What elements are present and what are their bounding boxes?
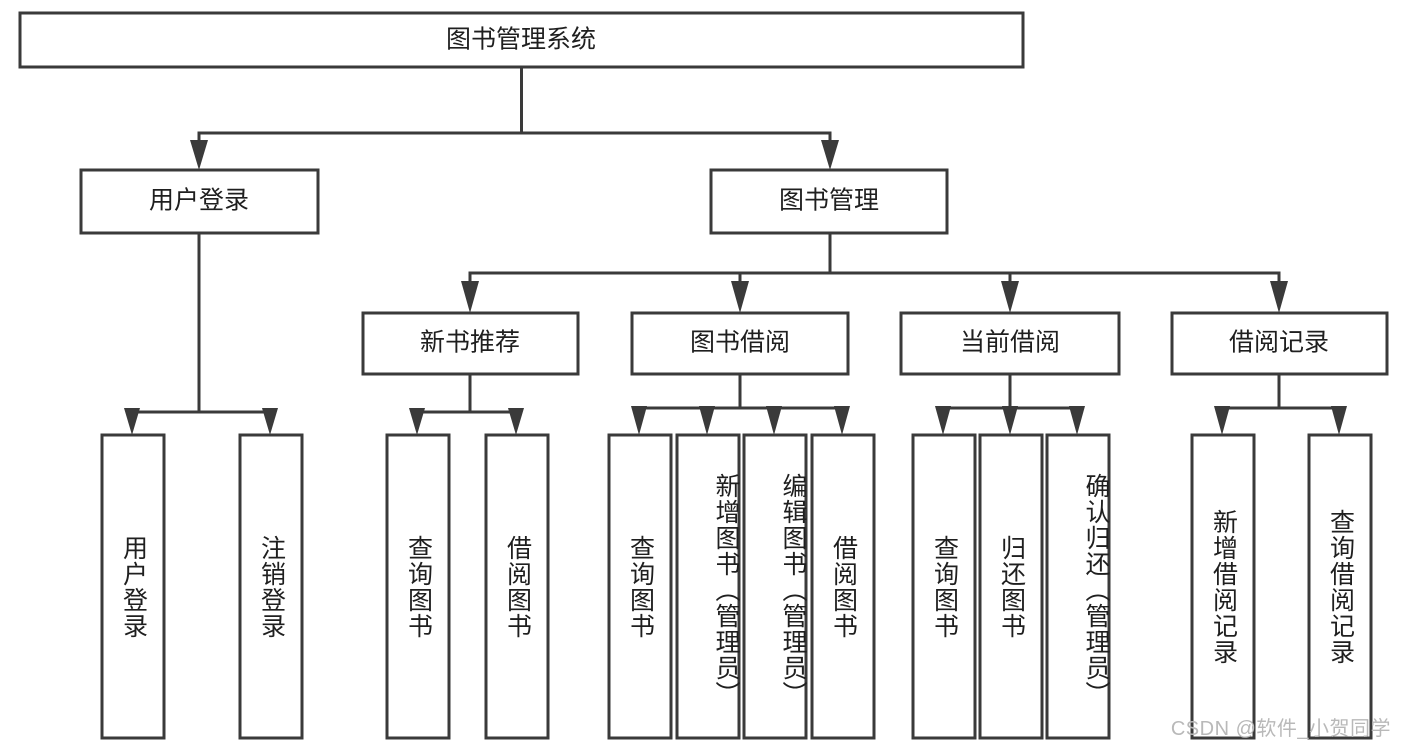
arrow-to-user-login	[190, 140, 208, 170]
node-label-user-login: 用户登录	[149, 187, 249, 215]
arrow-to-leaf-borrow-book-1	[508, 408, 524, 435]
node-label-book-manage: 图书管理	[779, 187, 879, 215]
arrow-to-leaf-query-book-2	[631, 406, 647, 435]
connector-group-book-manage	[461, 231, 1288, 313]
node-box-leaf-query-record[interactable]	[1307, 433, 1373, 740]
arrow-to-leaf-logout-login	[262, 408, 278, 435]
connector-group-current-borrow	[935, 372, 1085, 435]
node-label-new-book-recommend: 新书推荐	[420, 329, 520, 357]
node-label-book-borrow: 图书借阅	[690, 329, 790, 357]
arrow-to-leaf-add-book	[699, 406, 715, 435]
connector-group-user-login	[124, 231, 278, 435]
arrow-to-book-manage	[821, 140, 839, 170]
node-box-leaf-query-book-1[interactable]	[385, 433, 451, 740]
arrow-to-leaf-return-book	[1002, 406, 1018, 435]
node-box-borrow-record[interactable]	[1170, 311, 1389, 376]
node-box-leaf-borrow-book-2[interactable]	[810, 433, 876, 740]
node-box-leaf-edit-book[interactable]	[742, 433, 808, 740]
arrow-to-leaf-add-record	[1214, 406, 1230, 435]
arrow-to-leaf-query-record	[1331, 406, 1347, 435]
node-box-current-borrow[interactable]	[899, 311, 1121, 376]
node-box-leaf-borrow-book-1[interactable]	[484, 433, 550, 740]
arrow-to-leaf-edit-book	[766, 406, 782, 435]
csdn-watermark: CSDN @软件_小贺同学	[1170, 718, 1391, 740]
node-box-leaf-query-book-2[interactable]	[607, 433, 673, 740]
node-box-new-book-recommend[interactable]	[361, 311, 580, 376]
arrow-to-leaf-query-book-3	[935, 406, 951, 435]
node-box-user-login[interactable]	[79, 168, 320, 235]
arrow-to-leaf-borrow-book-2	[834, 406, 850, 435]
arrow-to-leaf-query-book-1	[409, 408, 425, 435]
arrow-to-new-book-recommend	[461, 281, 479, 313]
node-label-borrow-record: 借阅记录	[1229, 329, 1329, 357]
node-label-current-borrow: 当前借阅	[960, 329, 1060, 357]
node-box-leaf-query-book-3[interactable]	[911, 433, 977, 740]
arrow-to-current-borrow	[1001, 281, 1019, 313]
connector-group-root	[190, 65, 839, 170]
node-box-root[interactable]	[18, 11, 1025, 69]
arrow-to-borrow-record	[1270, 281, 1288, 313]
arrow-to-leaf-user-login	[124, 408, 140, 435]
node-box-leaf-add-record[interactable]	[1190, 433, 1256, 740]
node-label-root: 图书管理系统	[446, 26, 596, 54]
node-box-leaf-add-book[interactable]	[675, 433, 741, 740]
connector-group-borrow-record	[1214, 372, 1347, 435]
node-box-leaf-user-login[interactable]	[100, 433, 166, 740]
node-box-leaf-logout-login[interactable]	[238, 433, 304, 740]
node-box-book-manage[interactable]	[709, 168, 949, 235]
arrow-to-book-borrow	[731, 281, 749, 313]
node-box-leaf-confirm-return[interactable]	[1045, 433, 1111, 740]
node-box-leaf-return-book[interactable]	[978, 433, 1044, 740]
connector-group-new-book-recommend	[409, 372, 524, 435]
connector-group-book-borrow	[631, 372, 850, 435]
arrow-to-leaf-confirm-return	[1069, 406, 1085, 435]
node-box-book-borrow[interactable]	[630, 311, 850, 376]
